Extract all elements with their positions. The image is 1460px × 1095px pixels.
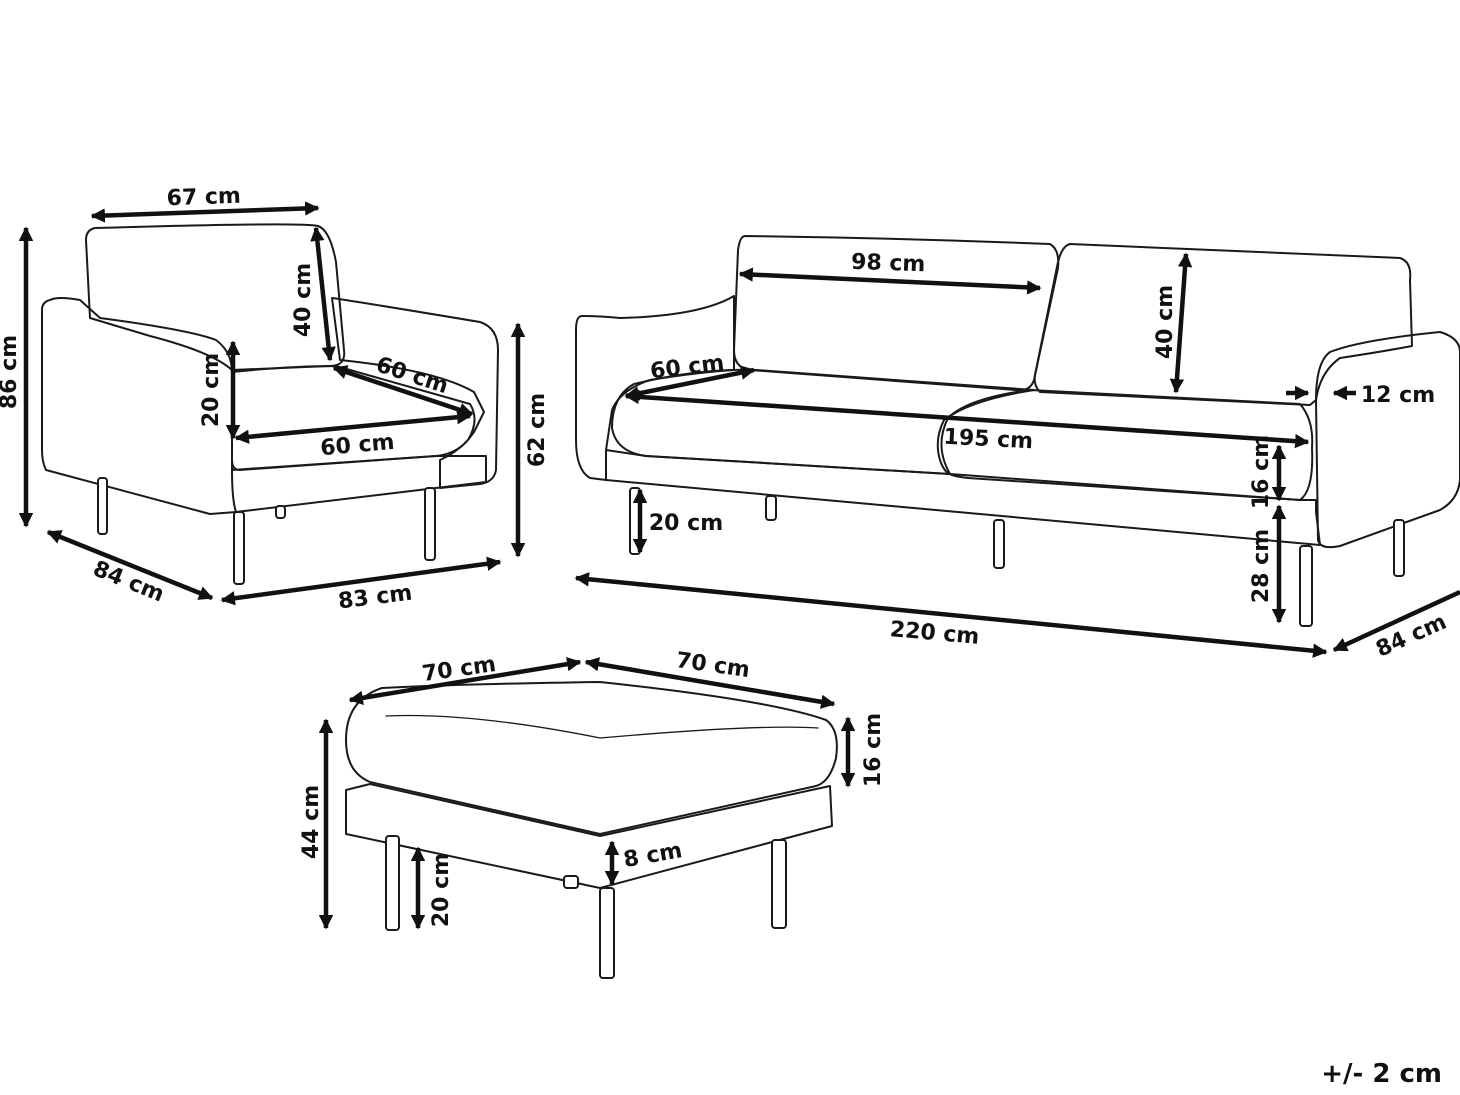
label-sofa-cushion-height: 16 cm <box>1249 435 1274 509</box>
ottoman-leg <box>563 875 579 889</box>
label-armchair-width: 67 cm <box>166 184 241 212</box>
sofa-back-cushion-right <box>1033 243 1413 406</box>
label-armchair-back-height: 40 cm <box>291 263 316 337</box>
dim-arrow-armchair-seat-depth <box>332 365 474 417</box>
dim-arrow-armchair-back-height <box>310 226 336 362</box>
sofa-front-rail <box>605 449 1321 546</box>
dim-arrow-ottoman-width <box>584 657 836 709</box>
dim-arrow-armchair-depth <box>46 529 214 601</box>
label-armchair-armrest-height: 20 cm <box>199 353 224 427</box>
ottoman-leg <box>599 887 615 979</box>
ottoman-drawing <box>345 681 838 979</box>
sofa-right-arm <box>1315 331 1460 549</box>
dim-arrow-armchair-width <box>90 201 320 223</box>
label-ottoman-total-height: 44 cm <box>299 785 324 859</box>
label-sofa-seat-width: 195 cm <box>943 425 1034 455</box>
dim-arrow-sofa-back-height <box>1169 252 1193 394</box>
label-armchair-total-height: 86 cm <box>0 335 22 409</box>
dim-arrow-sofa-back-width <box>738 267 1042 295</box>
label-sofa-depth: 84 cm <box>1372 610 1450 663</box>
label-ottoman-leg-height: 20 cm <box>429 853 454 927</box>
label-sofa-arm-width: 12 cm <box>1361 383 1435 408</box>
label-armchair-total-width: 83 cm <box>337 581 414 615</box>
dim-arrow-sofa-depth <box>1332 589 1460 653</box>
armchair-leg <box>233 511 245 585</box>
dimension-labels: 67 cm 40 cm 86 cm 20 cm 60 cm 60 cm 62 c… <box>0 184 1450 1089</box>
label-armchair-seat-width: 60 cm <box>319 430 395 461</box>
armchair-leg <box>97 477 108 535</box>
armchair-drawing <box>41 223 499 585</box>
armchair-leg <box>424 487 436 561</box>
armchair-leg <box>275 505 286 519</box>
sofa-leg <box>765 495 777 521</box>
ottoman-cushion <box>345 681 838 835</box>
label-sofa-back-width: 98 cm <box>851 250 926 278</box>
dim-arrow-sofa-total-width <box>574 572 1328 658</box>
sofa-leg <box>1299 545 1313 627</box>
label-armchair-arm-height: 62 cm <box>525 393 550 467</box>
armchair-back-cushion <box>85 223 346 371</box>
ottoman-cushion-seam <box>385 714 819 739</box>
tolerance-note: +/- 2 cm <box>1321 1059 1442 1089</box>
dim-arrow-armchair-total-width <box>220 556 502 606</box>
label-sofa-seat-height: 28 cm <box>1249 529 1274 603</box>
label-ottoman-cushion-height: 16 cm <box>861 713 886 787</box>
label-sofa-total-width: 220 cm <box>889 617 980 650</box>
sofa-leg <box>993 519 1005 569</box>
dim-arrow-armchair-seat-width <box>234 410 472 444</box>
sofa-leg <box>1393 519 1405 577</box>
dim-arrow-sofa-seat-width <box>624 389 1310 449</box>
ottoman-leg <box>771 839 787 929</box>
label-sofa-back-height: 40 cm <box>1153 285 1178 359</box>
dim-arrow-ottoman-depth <box>348 657 582 705</box>
label-ottoman-depth: 70 cm <box>421 652 498 687</box>
label-sofa-leg-height: 20 cm <box>649 511 723 536</box>
ottoman-leg <box>385 835 400 931</box>
dimension-arrows <box>18 201 1460 930</box>
armchair-front-rail <box>231 455 487 513</box>
